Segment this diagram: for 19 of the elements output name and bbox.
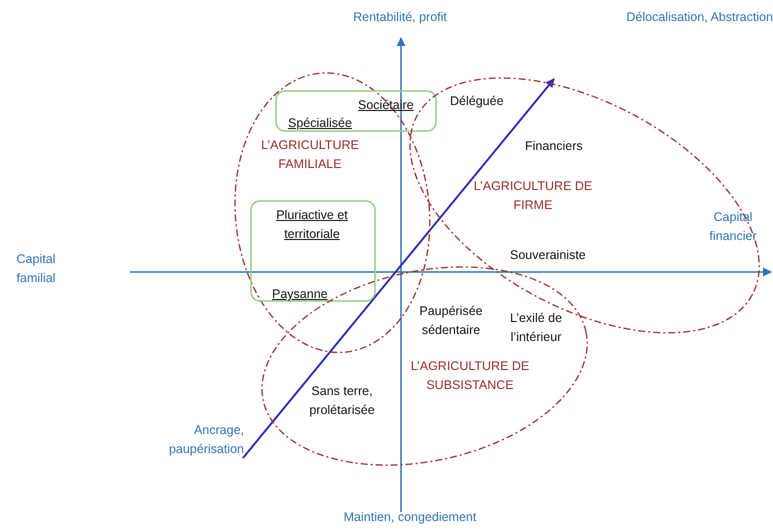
axis-label: Maintien, congediement bbox=[342, 509, 478, 526]
category-label: L’exilé de l’intérieur bbox=[508, 310, 564, 346]
category-label: Financiers bbox=[525, 138, 584, 155]
category-label: Souverainiste bbox=[510, 247, 587, 264]
group-title: L’AGRICULTURE DE FIRME bbox=[472, 178, 594, 214]
axis-label: Délocalisation, Abstraction bbox=[625, 9, 773, 26]
category-label: Paupérisée sédentaire bbox=[418, 303, 484, 339]
category-label: Paysanne bbox=[272, 286, 329, 303]
dashed-ellipse bbox=[261, 266, 589, 466]
axis-label: Capital familial bbox=[16, 251, 56, 287]
group-title: L’AGRICULTURE DE SUBSISTANCE bbox=[410, 358, 530, 394]
category-label: Spécialisée bbox=[288, 115, 353, 132]
category-label: Sans terre, prolétarisée bbox=[308, 383, 376, 419]
axis-label: Rentabilité, profit bbox=[352, 9, 448, 26]
category-label: Déléguée bbox=[450, 93, 505, 110]
axis-label: Capital financier bbox=[708, 209, 758, 245]
category-label: Pluriactive et territoriale bbox=[275, 207, 349, 243]
axis-label: Ancrage, paupérisation bbox=[168, 422, 244, 458]
group-title: L’AGRICULTURE FAMILIALE bbox=[260, 136, 360, 173]
